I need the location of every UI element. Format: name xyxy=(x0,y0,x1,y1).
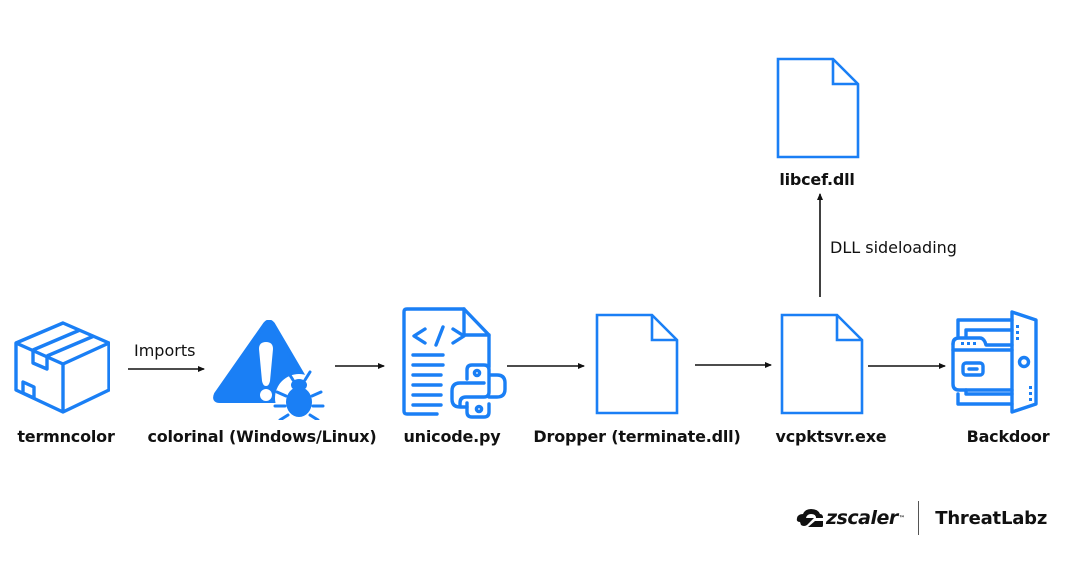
file-icon xyxy=(780,313,864,415)
node-label-unicode: unicode.py xyxy=(403,427,501,446)
file-icon xyxy=(776,57,860,159)
file-icon xyxy=(595,313,679,415)
warning-bug-icon xyxy=(213,320,325,420)
node-label-vcpktsvr: vcpktsvr.exe xyxy=(775,427,887,446)
node-label-libcef: libcef.dll xyxy=(779,170,855,189)
node-label-termncolor: termncolor xyxy=(17,427,115,446)
threatlabz-wordmark: ThreatLabz xyxy=(935,507,1048,529)
zscaler-text: zscaler xyxy=(826,507,898,529)
trademark-symbol: ™ xyxy=(898,514,905,522)
python-code-file-icon xyxy=(402,307,507,419)
node-label-dropper: Dropper (terminate.dll) xyxy=(533,427,741,446)
backdoor-icon xyxy=(951,310,1038,414)
zscaler-cloud-icon xyxy=(796,509,823,527)
package-box-icon xyxy=(14,321,110,414)
logo-divider xyxy=(918,501,920,535)
node-label-backdoor: Backdoor xyxy=(966,427,1050,446)
node-label-colorinal: colorinal (Windows/Linux) xyxy=(147,427,377,446)
edge-label-dll-sideloading: DLL sideloading xyxy=(830,238,957,257)
edge-label-imports: Imports xyxy=(134,341,196,360)
